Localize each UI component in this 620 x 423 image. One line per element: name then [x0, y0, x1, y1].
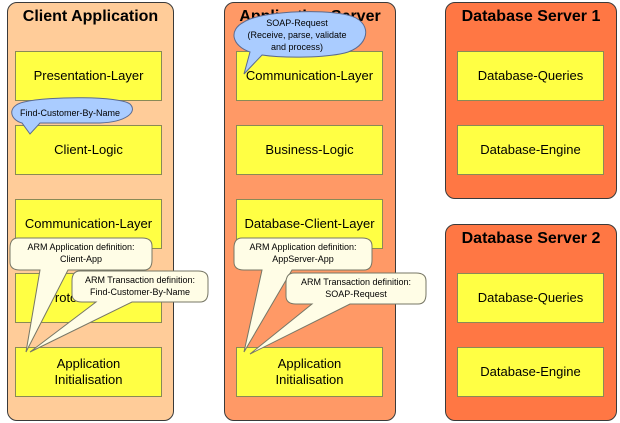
client-application-title: Client Application [22, 8, 159, 25]
server-trans-note-line-1: ARM Transaction definition: [301, 277, 411, 287]
find-bubble-text: Find-Customer-By-Name [20, 108, 120, 118]
database-server-2-title: Database Server 2 [461, 230, 601, 247]
server-arm-transaction-note: ARM Transaction definition: SOAP-Request [249, 272, 427, 355]
db2-engine-layer: Database-Engine [457, 347, 604, 397]
client-arm-transaction-note: ARM Transaction definition: Find-Custome… [29, 270, 209, 353]
soap-request-bubble: SOAP-Request (Receive, parse, validate a… [233, 11, 367, 75]
soap-bubble-line-3: and process) [271, 42, 323, 52]
client-app-note-line-2: Client-App [60, 254, 102, 264]
client-trans-note-line-1: ARM Transaction definition: [85, 275, 195, 285]
find-customer-bubble: Find-Customer-By-Name [11, 97, 133, 135]
server-initialisation-layer: Application Initialisation [236, 347, 383, 397]
client-app-note-line-1: ARM Application definition: [27, 242, 134, 252]
server-app-note-line-2: AppServer-App [272, 254, 334, 264]
client-arm-application-note: ARM Application definition: Client-App [9, 237, 153, 353]
soap-bubble-line-2: (Receive, parse, validate [247, 30, 346, 40]
db2-queries-layer: Database-Queries [457, 273, 604, 323]
soap-bubble-line-1: SOAP-Request [266, 18, 328, 28]
db1-engine-layer: Database-Engine [457, 125, 604, 175]
server-trans-note-line-2: SOAP-Request [325, 289, 387, 299]
client-logic-layer: Client-Logic [15, 125, 162, 175]
server-app-note-line-1: ARM Application definition: [249, 242, 356, 252]
db1-queries-layer: Database-Queries [457, 51, 604, 101]
client-trans-note-line-2: Find-Customer-By-Name [90, 287, 190, 297]
database-server-1-title: Database Server 1 [461, 8, 601, 25]
client-presentation-layer: Presentation-Layer [15, 51, 162, 101]
server-business-logic-layer: Business-Logic [236, 125, 383, 175]
server-arm-application-note: ARM Application definition: AppServer-Ap… [233, 237, 373, 353]
client-initialisation-layer: Application Initialisation [15, 347, 162, 397]
